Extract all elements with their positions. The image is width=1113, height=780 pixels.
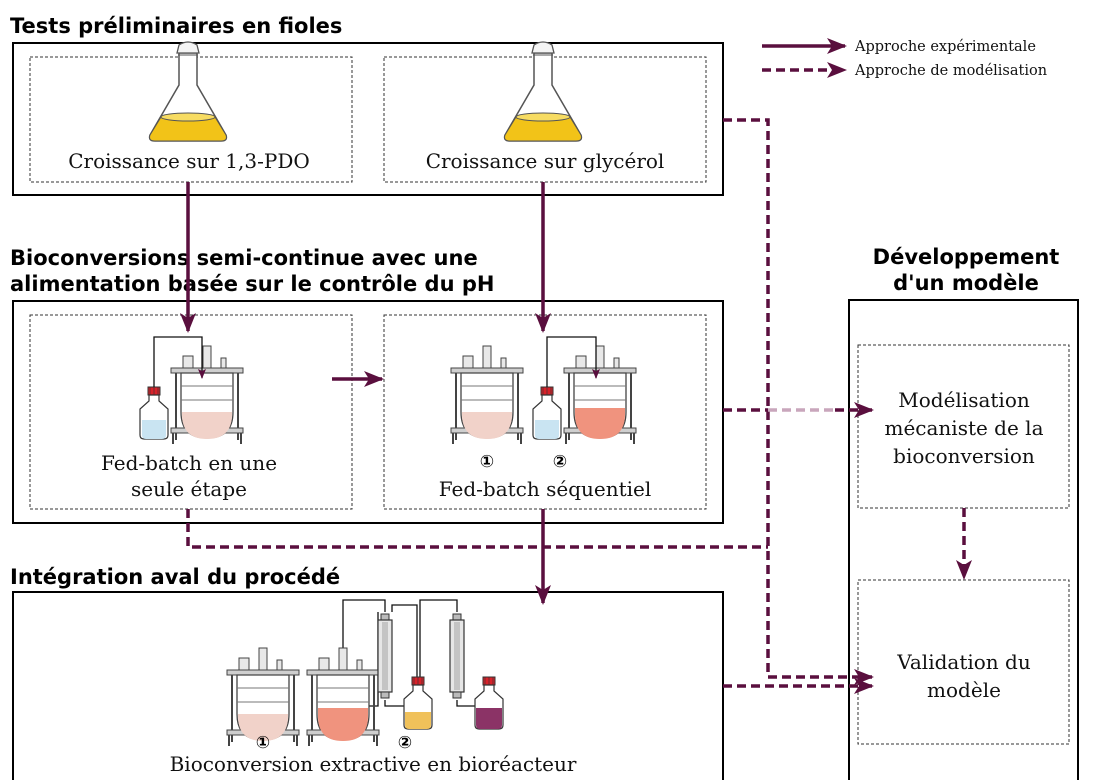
validation-panel	[857, 579, 1070, 745]
downstream-marker-1: ①	[256, 733, 270, 753]
model-title-line2: d'un modèle	[893, 271, 1039, 295]
single-step-setup: Fed-batch en une seule étape	[101, 336, 277, 501]
validation-line1: Validation du	[896, 650, 1031, 674]
model-section-box	[848, 299, 1079, 780]
downstream-marker-2: ②	[398, 733, 412, 753]
legend-modelling-label: Approche de modélisation	[854, 63, 1047, 79]
fedbatch-title-line1: Bioconversions semi-continue avec une	[10, 246, 478, 270]
extraction-column-icon	[449, 613, 465, 699]
dashed-single-step-to-validation	[186, 509, 768, 549]
model-title-line1: Développement	[873, 245, 1060, 269]
dashed-flasks-to-validation	[723, 118, 874, 685]
flask-pdo-label: Croissance sur 1,3-PDO	[68, 149, 310, 173]
downstream-setup: ① ② Bioconversion extractive en bioréact…	[170, 599, 577, 776]
legend-experimental-label: Approche expérimentale	[854, 39, 1036, 55]
sequential-label: Fed-batch séquentiel	[439, 477, 652, 501]
mechanistic-model-line2: mécaniste de la	[884, 416, 1043, 440]
downstream-section-box	[12, 591, 724, 780]
mechanistic-model-line1: Modélisation	[898, 388, 1030, 412]
extraction-column-icon	[377, 613, 393, 699]
fedbatch-title-line2: alimentation basée sur le contrôle du pH	[10, 272, 494, 296]
legend: Approche expérimentale Approche de modél…	[762, 38, 1047, 79]
single-step-label-line2: seule étape	[131, 477, 247, 501]
flask-glycerol-label: Croissance sur glycérol	[426, 149, 665, 173]
sequential-setup: ① ② Fed-batch séquentiel	[439, 336, 652, 501]
single-step-label-line1: Fed-batch en une	[101, 451, 277, 475]
flasks-section-title: Tests préliminaires en fioles	[10, 14, 342, 38]
sequential-marker-1: ①	[480, 452, 494, 472]
mechanistic-model-line3: bioconversion	[893, 444, 1035, 468]
downstream-label: Bioconversion extractive en bioréacteur	[170, 752, 577, 776]
connectors	[180, 118, 972, 694]
validation-line2: modèle	[927, 678, 1001, 702]
fedbatch-section-box	[12, 300, 724, 524]
downstream-section-title: Intégration aval du procédé	[10, 565, 340, 589]
mechanistic-model-panel	[857, 344, 1070, 509]
sequential-marker-2: ②	[553, 452, 567, 472]
